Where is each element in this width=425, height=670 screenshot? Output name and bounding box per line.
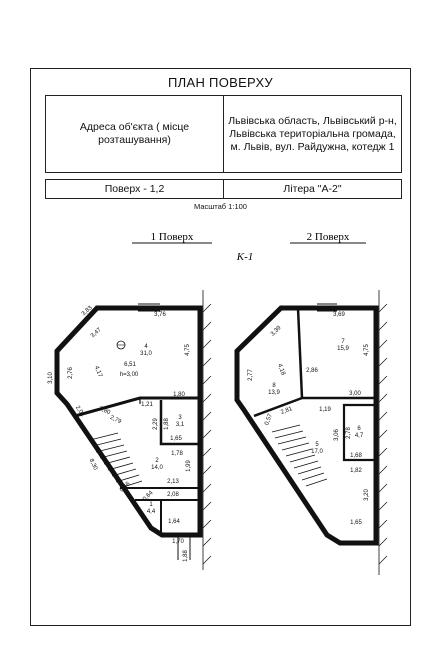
room-number: 3 bbox=[178, 415, 182, 421]
room-area: 3,1 bbox=[176, 422, 185, 428]
room-area: 4,7 bbox=[355, 433, 364, 439]
dim: 1,21 bbox=[141, 402, 153, 408]
dim: 4,75 bbox=[364, 344, 370, 356]
dim: 3,69 bbox=[333, 312, 345, 318]
dim: 3,39 bbox=[270, 325, 283, 338]
dim: 2,13 bbox=[167, 479, 179, 485]
drawing-frame: ПЛАН ПОВЕРХУ Адреса об'єкта ( місце розт… bbox=[30, 68, 411, 626]
dim: 2,86 bbox=[306, 368, 318, 374]
dim: 2,76 bbox=[68, 367, 74, 379]
room-number: 6 bbox=[357, 426, 361, 432]
dim: 3,10 bbox=[48, 372, 54, 384]
dim: 2,77 bbox=[248, 369, 254, 381]
dim: 1,80 bbox=[173, 392, 185, 398]
plan-title: ПЛАН ПОВЕРХУ bbox=[168, 75, 273, 90]
room-area: 17,0 bbox=[311, 449, 323, 455]
dim: 3,20 bbox=[364, 489, 370, 501]
floor2-labels: 3,39 3,69 2,77 4,18 4,75 2,86 3,00 2,81 … bbox=[248, 312, 370, 526]
dim: 4,18 bbox=[276, 363, 286, 377]
room-number: 8 bbox=[272, 383, 276, 389]
address-value: Львівська область, Львівський р-н, Львів… bbox=[228, 114, 397, 153]
dim: 1,82 bbox=[350, 468, 362, 474]
dim: 1,78 bbox=[171, 451, 183, 457]
dim: 3,00 bbox=[349, 391, 361, 397]
dim: 1,64 bbox=[168, 519, 180, 525]
room-height: h=3,00 bbox=[120, 372, 139, 378]
floor1-title: 1 Поверх bbox=[151, 231, 194, 243]
dim: 2,80 bbox=[98, 406, 112, 417]
dim: 3,06 bbox=[334, 429, 340, 441]
dim: 1,70 bbox=[172, 539, 184, 545]
floor2-plan bbox=[234, 290, 388, 575]
room-number: 1 bbox=[149, 502, 153, 508]
room-area: 13,9 bbox=[268, 390, 280, 396]
dim: 4,75 bbox=[185, 344, 191, 356]
room-number: 7 bbox=[341, 339, 345, 345]
dim: 3,76 bbox=[154, 312, 166, 318]
dim: 1,65 bbox=[350, 520, 362, 526]
floor2-title: 2 Поверх bbox=[307, 231, 350, 243]
room-area: 4,4 bbox=[147, 509, 156, 515]
room-number: 5 bbox=[315, 442, 319, 448]
dim: 2,81 bbox=[280, 406, 294, 416]
dim: 2,01 bbox=[74, 405, 86, 419]
dim: 3,47 bbox=[90, 327, 103, 340]
dim: 1,88 bbox=[164, 418, 170, 430]
room-number: 4 bbox=[144, 344, 148, 350]
scale-label: Масштаб 1:100 bbox=[194, 202, 247, 211]
letter-label: Літера "А-2" bbox=[283, 182, 342, 195]
floor-label: Поверх - 1,2 bbox=[46, 180, 224, 198]
floor1-plan bbox=[54, 290, 212, 570]
address-label: Адреса об'єкта ( місце розташування) bbox=[46, 96, 224, 172]
dim: 2,78 bbox=[346, 427, 352, 439]
address-table: Адреса об'єкта ( місце розташування) Льв… bbox=[45, 95, 402, 173]
floor-info-row: Поверх - 1,2 Літера "А-2" bbox=[45, 179, 402, 199]
dim: 1,19 bbox=[319, 407, 331, 413]
dim: 2,79 bbox=[109, 415, 123, 426]
dim: 4,17 bbox=[93, 365, 103, 379]
room-area: 31,0 bbox=[140, 351, 152, 357]
dim: 1,99 bbox=[186, 460, 192, 472]
dim: 6,51 bbox=[124, 362, 136, 368]
room-area: 14,0 bbox=[151, 465, 163, 471]
dim: 8,30 bbox=[88, 458, 99, 472]
dim: 2,08 bbox=[167, 492, 179, 498]
floor1-labels: 3,83 3,76 3,47 4,75 3,10 2,76 4,17 6,51 … bbox=[48, 305, 192, 562]
dim: 2,29 bbox=[153, 418, 159, 430]
room-number: 2 bbox=[155, 458, 159, 464]
dim: 1,65 bbox=[170, 436, 182, 442]
room-area: 15,9 bbox=[337, 346, 349, 352]
dim: 1,88 bbox=[183, 550, 189, 562]
dim: 1,68 bbox=[350, 453, 362, 459]
building-label: К-1 bbox=[236, 251, 253, 263]
dim: 0,57 bbox=[264, 413, 274, 427]
